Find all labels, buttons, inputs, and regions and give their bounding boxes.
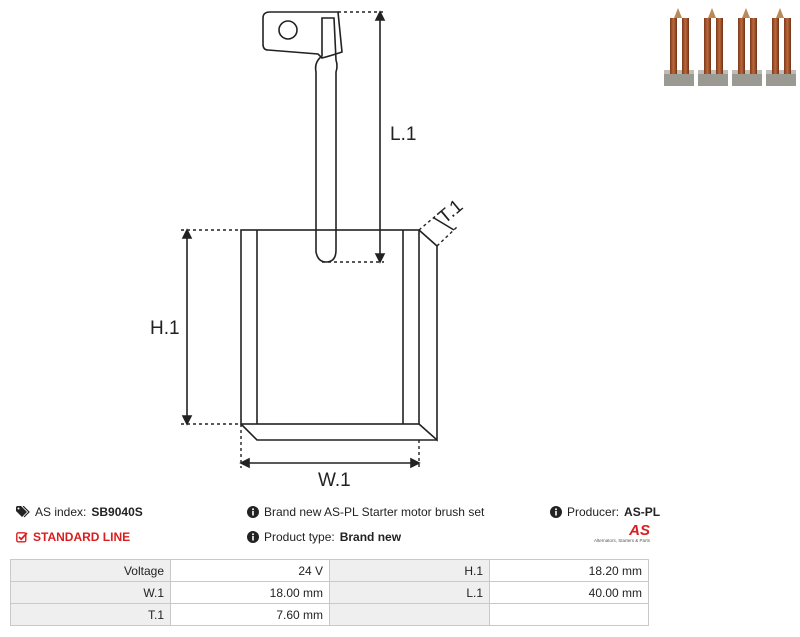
brush-item — [698, 8, 728, 86]
producer-line: Producer: AS-PL — [550, 505, 660, 519]
as-index-label: AS index: — [35, 505, 87, 519]
standard-line-label: STANDARD LINE — [33, 530, 131, 544]
spec-key — [329, 603, 490, 626]
lead-wire — [314, 17, 338, 263]
spec-value: 24 V — [170, 559, 330, 582]
info-circle-icon — [247, 506, 259, 518]
producer-label: Producer: — [567, 505, 620, 519]
brush-item — [664, 8, 694, 86]
standard-line-badge: STANDARD LINE — [16, 530, 130, 544]
logo-mark: AS — [629, 522, 650, 539]
spec-value: 18.00 mm — [170, 581, 330, 604]
check-square-icon — [16, 532, 28, 543]
brush-item — [732, 8, 762, 86]
table-row: Voltage 24 V H.1 18.20 mm — [10, 559, 649, 582]
spec-key: L.1 — [329, 581, 490, 604]
dimension-label-height: H.1 — [150, 318, 180, 339]
table-row: T.1 7.60 mm — [10, 603, 649, 626]
brush-item — [766, 8, 796, 86]
technical-drawing: L.1 H.1 W.1 T.1 — [150, 10, 467, 491]
dimension-label-thickness: T.1 — [434, 196, 467, 228]
description-line: Brand new AS-PL Starter motor brush set — [247, 505, 484, 519]
logo-tagline: Alternators, Starters & Parts — [593, 538, 650, 543]
table-row: W.1 18.00 mm L.1 40.00 mm — [10, 581, 649, 604]
dimension-label-width: W.1 — [318, 470, 351, 491]
as-index-value: SB9040S — [91, 505, 143, 519]
product-photo — [664, 8, 796, 86]
producer-value: AS-PL — [624, 505, 661, 519]
dimension-label-length: L.1 — [390, 124, 416, 145]
description-text: Brand new AS-PL Starter motor brush set — [264, 505, 485, 519]
spec-key: Voltage — [10, 559, 171, 582]
spec-value: 7.60 mm — [170, 603, 330, 626]
spec-key: T.1 — [10, 603, 171, 626]
info-circle-icon — [247, 531, 259, 543]
brush-bottom-face — [240, 423, 437, 441]
brush-side-face — [418, 229, 438, 442]
producer-logo: AS Alternators, Starters & Parts — [584, 522, 650, 544]
tags-icon — [16, 506, 30, 518]
spec-key: W.1 — [10, 581, 171, 604]
terminal-hole — [278, 20, 298, 40]
product-type-value: Brand new — [339, 530, 402, 544]
specifications-table: Voltage 24 V H.1 18.20 mm W.1 18.00 mm L… — [10, 559, 649, 626]
spec-value: 18.20 mm — [489, 559, 649, 582]
brush-body — [240, 229, 420, 425]
product-type-label: Product type: — [264, 530, 335, 544]
spec-value: 40.00 mm — [489, 581, 649, 604]
spec-key: H.1 — [329, 559, 490, 582]
spec-value — [489, 603, 649, 626]
info-circle-icon — [550, 506, 562, 518]
as-index-line: AS index: SB9040S — [16, 505, 143, 519]
product-type-line: Product type: Brand new — [247, 530, 401, 544]
terminal-tab — [262, 11, 343, 59]
